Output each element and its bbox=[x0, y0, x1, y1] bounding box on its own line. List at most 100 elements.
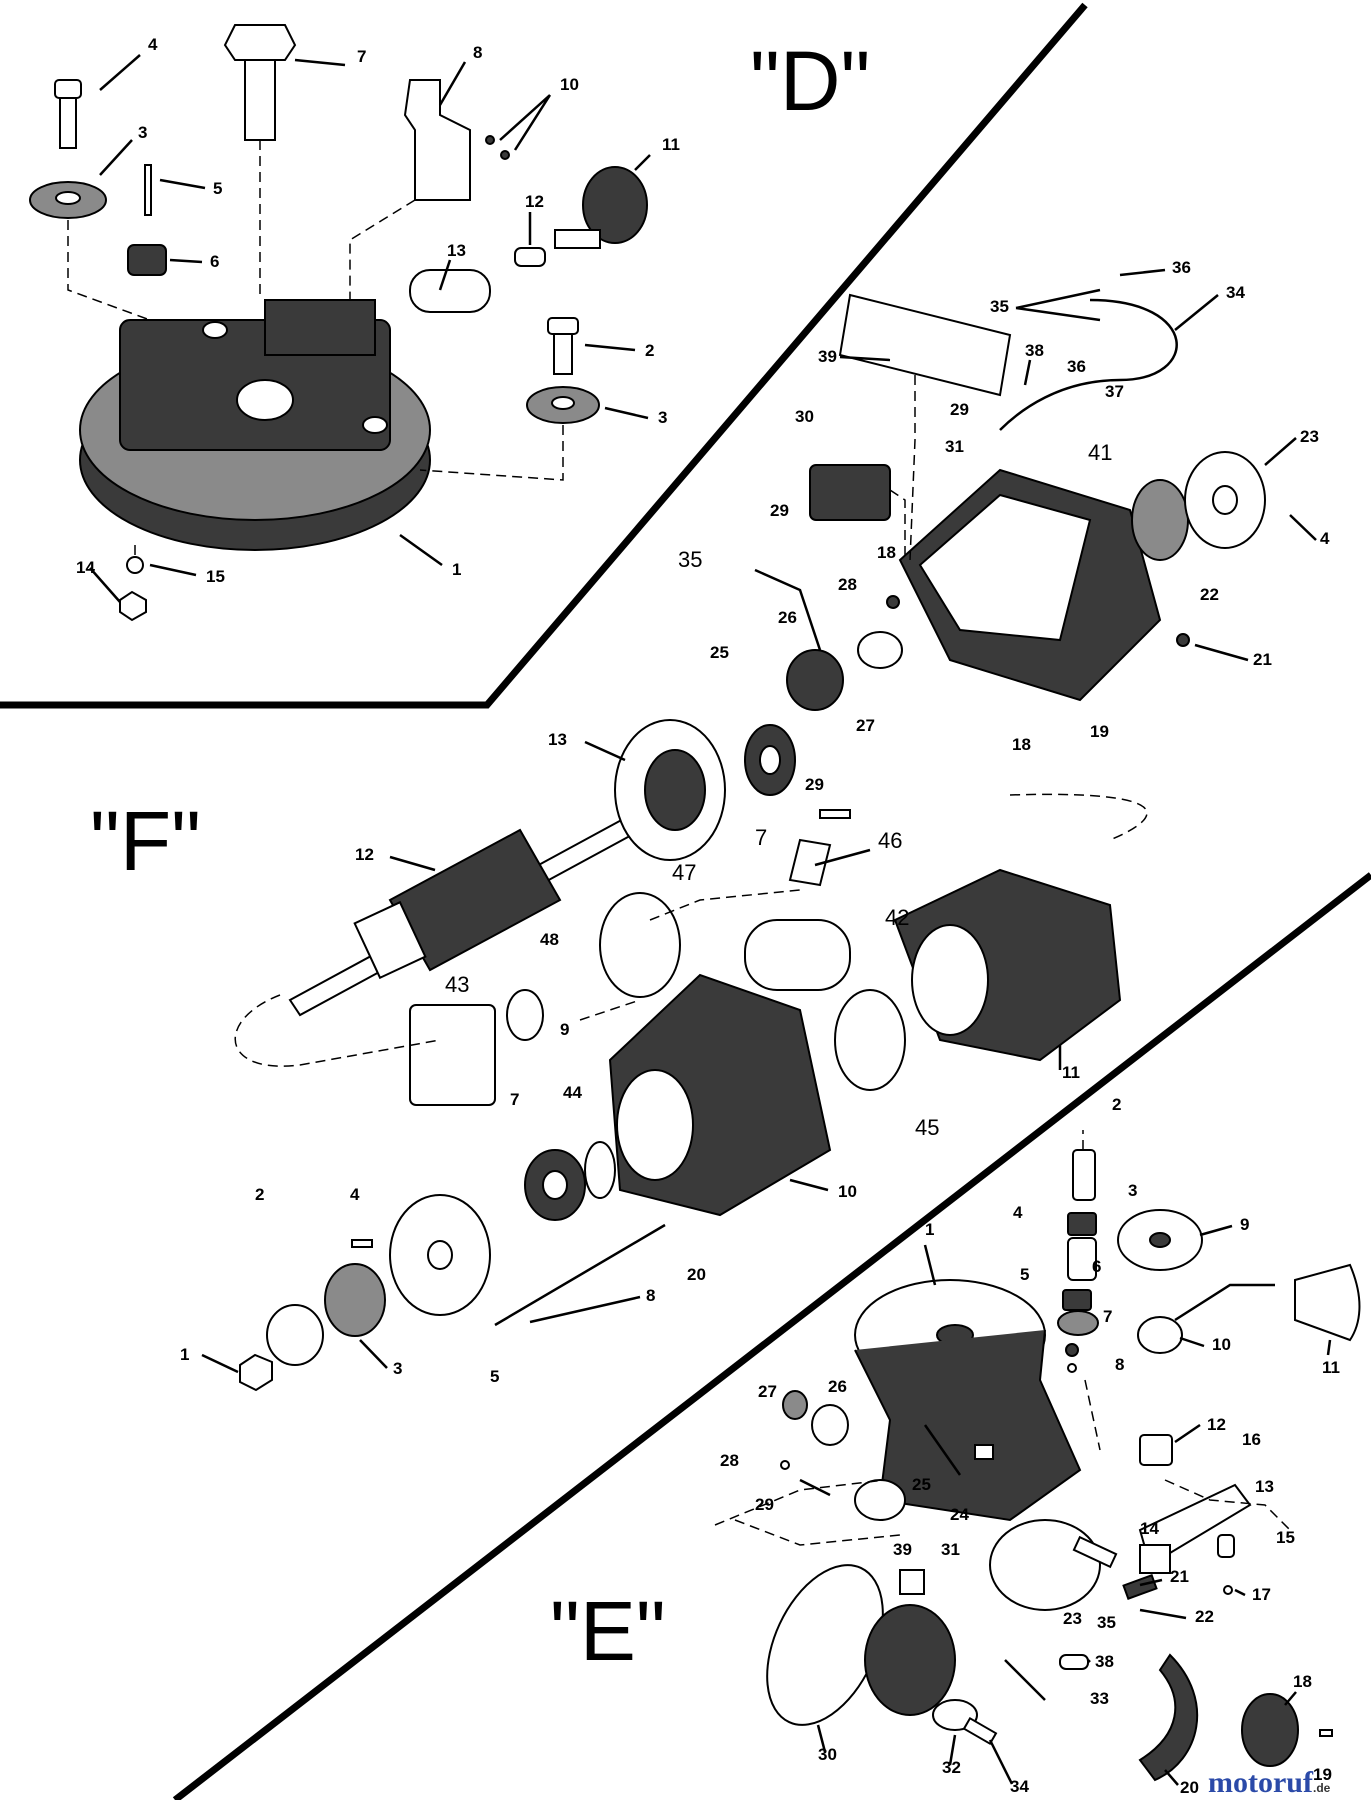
callout-label: 6 bbox=[1092, 1257, 1101, 1276]
assembly-line-d3 bbox=[349, 199, 416, 300]
part-bushing-27 bbox=[857, 631, 903, 669]
callout-label: 15 bbox=[206, 567, 225, 586]
part-washer-48 bbox=[506, 989, 544, 1041]
part-wiring-34 bbox=[999, 298, 1178, 431]
part-nut-21 bbox=[1176, 633, 1190, 647]
part-ball-17-e bbox=[1223, 1585, 1233, 1595]
callout-label: 1 bbox=[452, 560, 461, 579]
callout-label: 11 bbox=[1322, 1358, 1340, 1377]
part-plug-27-e bbox=[782, 1390, 808, 1420]
callout-label: 11 bbox=[1062, 1063, 1080, 1082]
part-brush-holder-26 bbox=[786, 649, 844, 711]
callout-label: 4 bbox=[1320, 529, 1330, 548]
part-lever-arm-10 bbox=[1174, 1283, 1275, 1322]
part-sleeve-4-e bbox=[1067, 1237, 1097, 1281]
callout-label: 43 bbox=[445, 972, 469, 997]
part-fan-13-core bbox=[644, 749, 706, 831]
callouts-e: 2 3 1 4 9 5 6 7 10 11 8 27 26 12 16 28 2… bbox=[720, 1095, 1340, 1797]
part-base-bracket bbox=[264, 299, 376, 356]
part-screw-33-e bbox=[1004, 1659, 1046, 1701]
callout-label: 34 bbox=[1226, 283, 1245, 302]
part-washer-3b-hole bbox=[551, 396, 575, 410]
part-ball-28-e bbox=[780, 1460, 790, 1470]
callout-arrow bbox=[529, 1295, 641, 1324]
callout-label: 10 bbox=[1212, 1335, 1231, 1354]
callout-arrow bbox=[1194, 643, 1249, 662]
callout-label: 5 bbox=[213, 179, 222, 198]
part-spring-5-e bbox=[1062, 1289, 1092, 1311]
part-yoke-left-eye bbox=[854, 1479, 906, 1521]
callout-label: 23 bbox=[1300, 427, 1319, 446]
watermark-main: motoruf bbox=[1208, 1766, 1314, 1799]
part-switch-30 bbox=[809, 464, 891, 521]
group-d-right bbox=[754, 293, 1266, 711]
callout-label: 31 bbox=[941, 1540, 960, 1559]
part-base-hole-left bbox=[202, 321, 228, 339]
part-screw-5 bbox=[144, 164, 152, 216]
part-nut-1-f bbox=[239, 1353, 273, 1392]
callout-arrows bbox=[89, 54, 1332, 1786]
callout-label: 45 bbox=[915, 1115, 939, 1140]
callout-arrow bbox=[359, 1339, 388, 1369]
part-pin-12 bbox=[514, 247, 546, 267]
part-commutator-12 bbox=[353, 900, 427, 980]
callout-label: 12 bbox=[355, 845, 374, 864]
part-nameplate-39 bbox=[838, 293, 1012, 397]
callout-arrow bbox=[99, 139, 133, 176]
part-bolt-head-4 bbox=[54, 79, 82, 99]
part-pin-29-e bbox=[799, 1478, 831, 1497]
callout-label: 29 bbox=[755, 1495, 774, 1514]
callout-label: 5 bbox=[1020, 1265, 1029, 1284]
callout-label: 31 bbox=[945, 437, 964, 456]
callout-label: 19 bbox=[1090, 722, 1109, 741]
callout-arrow bbox=[149, 563, 197, 577]
callout-label: 16 bbox=[1242, 1430, 1261, 1449]
callout-arrow bbox=[99, 54, 141, 91]
section-label-f: "F" bbox=[90, 794, 201, 888]
callout-label: 41 bbox=[1088, 440, 1112, 465]
callout-arrow bbox=[1174, 294, 1219, 331]
part-stator-11-bore bbox=[911, 924, 989, 1036]
callout-label: 10 bbox=[838, 1182, 857, 1201]
callout-label: 29 bbox=[805, 775, 824, 794]
callout-label: 17 bbox=[1252, 1585, 1271, 1604]
callout-arrow bbox=[1023, 359, 1032, 386]
callout-arrow bbox=[634, 154, 651, 171]
callout-label: 12 bbox=[525, 192, 544, 211]
callout-arrow bbox=[159, 178, 206, 190]
callout-arrow bbox=[89, 567, 121, 603]
assembly-line-e2 bbox=[1082, 1130, 1101, 1451]
callout-label: 7 bbox=[357, 47, 366, 66]
callout-label: 29 bbox=[770, 501, 789, 520]
watermark-suffix: .de bbox=[1313, 1781, 1331, 1795]
callout-arrow bbox=[948, 1734, 957, 1766]
part-housing-19-face bbox=[918, 493, 1092, 642]
part-clip-46 bbox=[788, 838, 832, 887]
callouts-f: 13 29 7 46 12 47 42 48 43 9 11 45 7 44 2… bbox=[180, 730, 1080, 1386]
callout-arrow bbox=[1199, 1224, 1233, 1237]
callout-arrow bbox=[1174, 1423, 1201, 1444]
callout-label: 19 bbox=[1313, 1765, 1332, 1784]
part-screw-19-e bbox=[1319, 1729, 1333, 1737]
callout-label: 22 bbox=[1200, 585, 1219, 604]
part-washer-3-f bbox=[324, 1263, 386, 1337]
callout-label: 27 bbox=[856, 716, 875, 735]
callout-label: 7 bbox=[1103, 1307, 1112, 1326]
callout-label: 36 bbox=[1067, 357, 1086, 376]
callout-label: 2 bbox=[255, 1185, 264, 1204]
part-frame-10-bore bbox=[616, 1069, 694, 1181]
callout-label: 20 bbox=[1180, 1778, 1199, 1797]
part-ball-8-e bbox=[1067, 1363, 1077, 1373]
callout-label: 6 bbox=[210, 252, 219, 271]
section-label-d: "D" bbox=[750, 34, 870, 128]
callout-label: 11 bbox=[662, 135, 680, 154]
callout-label: 4 bbox=[148, 35, 158, 54]
callout-arrow bbox=[389, 855, 436, 872]
part-yoke-arm-1 bbox=[854, 1329, 1082, 1522]
callout-label: 30 bbox=[795, 407, 814, 426]
callout-label: 14 bbox=[1140, 1519, 1159, 1538]
part-screw-10a bbox=[485, 135, 495, 145]
divider-e-section bbox=[172, 872, 1371, 1800]
part-ball-7-e bbox=[1065, 1343, 1079, 1357]
callout-arrow bbox=[438, 259, 452, 291]
